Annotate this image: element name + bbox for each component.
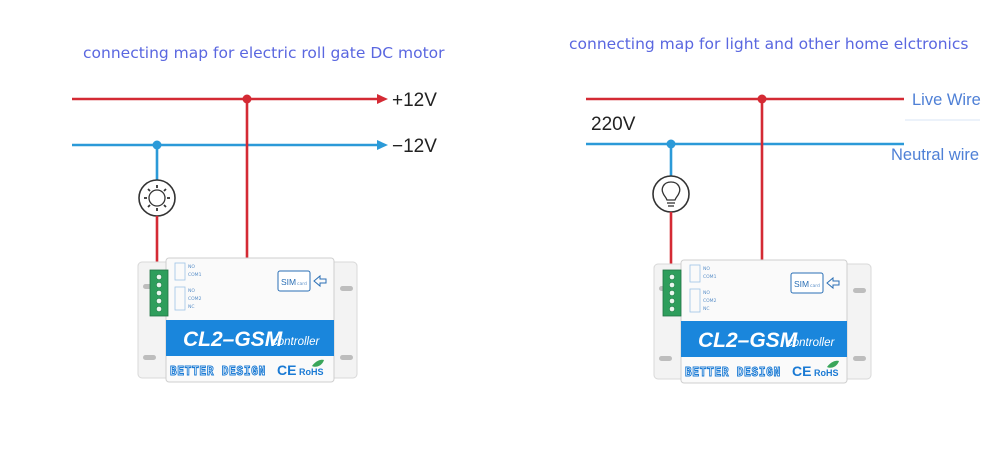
live-wire-label: Live Wire [912,91,981,109]
relay-2-labels: NO COM2 NC [174,286,202,311]
relay-1-labels: NO COM1 [689,264,717,283]
right-controller: NO COM1 NO COM2 NC SIM card CL2–GSM cont… [653,259,872,384]
arrow-left-icon [313,274,327,288]
controller-subtitle: controller [787,337,835,349]
terminal-screws [156,274,162,312]
left-diagram-title: connecting map for electric roll gate DC… [83,44,445,62]
left-controller: NO COM1 NO COM2 NC SIM card CL2–GSM cont… [137,257,358,383]
live-junction [757,94,767,104]
svg-text:SIM: SIM [281,277,296,287]
ce-mark: CE [277,362,296,378]
arrow-left-icon [826,276,840,290]
controller-subtitle: controller [272,336,320,348]
positive-junction [242,94,252,104]
controller-model: CL2–GSM [698,329,798,352]
negative-wire-arrow [377,140,388,150]
voltage-label: 220V [591,114,636,135]
svg-text:NO: NO [703,266,710,272]
negative-voltage-label: −12V [392,136,437,157]
svg-text:NO: NO [703,290,710,296]
bulb-icon [652,175,690,213]
brand-logo: BETTER DESIGN [685,365,781,381]
brand-logo: BETTER DESIGN [170,364,266,380]
mount-slot [340,355,353,360]
mount-slot [659,356,672,361]
positive-voltage-label: +12V [392,90,437,111]
mount-slot [853,356,866,361]
negative-junction [152,140,162,150]
controller-model: CL2–GSM [183,328,283,351]
rohs-leaf-icon [827,360,839,368]
positive-wire-arrow [377,94,388,104]
svg-text:SIM: SIM [794,279,809,289]
svg-text:COM1: COM1 [703,274,717,280]
svg-text:NO: NO [188,288,195,294]
svg-text:card: card [810,283,820,289]
right-diagram: connecting map for light and other home … [569,35,981,384]
svg-text:COM2: COM2 [188,296,202,302]
mount-slot [340,286,353,291]
sim-card-slot: SIM card [277,270,327,292]
left-diagram: connecting map for electric roll gate DC… [72,44,445,383]
controller-label-panel [681,321,847,357]
right-diagram-title: connecting map for light and other home … [569,35,968,53]
svg-text:COM1: COM1 [188,272,202,278]
rohs-mark: RoHS [814,368,839,378]
relay-1-labels: NO COM1 [174,262,202,281]
relay-2-labels: NO COM2 NC [689,288,717,313]
sim-card-slot: SIM card [790,272,840,294]
rohs-mark: RoHS [299,367,324,377]
motor-icon [138,179,176,217]
controller-label-panel [166,320,334,356]
svg-text:card: card [297,281,307,287]
svg-text:NC: NC [188,304,195,310]
svg-text:COM2: COM2 [703,298,717,304]
mount-slot [853,288,866,293]
svg-text:NO: NO [188,264,195,270]
terminal-screws [669,274,675,312]
neutral-junction [666,139,676,149]
ce-mark: CE [792,363,811,379]
rohs-leaf-icon [312,359,324,367]
svg-text:NC: NC [703,306,710,312]
neutral-wire-label: Neutral wire [891,146,979,164]
mount-slot [143,355,156,360]
